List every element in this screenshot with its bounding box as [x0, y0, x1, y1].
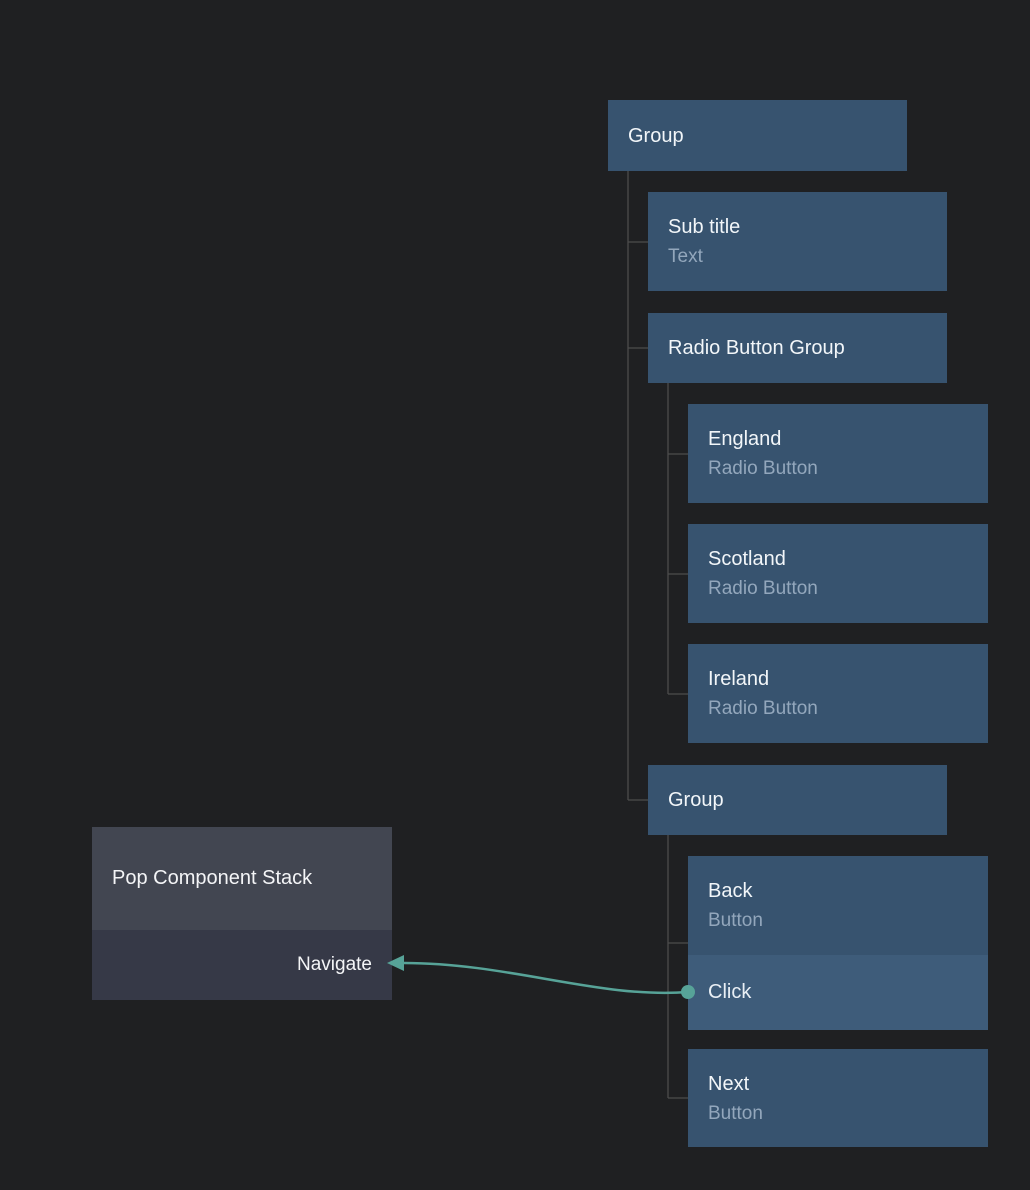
node-radio-button-group[interactable]: Radio Button Group: [648, 313, 947, 383]
node-ireland[interactable]: Ireland Radio Button: [688, 644, 988, 743]
node-england[interactable]: England Radio Button: [688, 404, 988, 503]
node-next-title: Next: [708, 1072, 750, 1095]
node-scotland-title: Scotland: [708, 548, 786, 570]
pop-component-stack-title: Pop Component Stack: [112, 867, 313, 889]
node-back: Back Button Click: [688, 856, 988, 1030]
node-radio-button-group-title: Radio Button Group: [668, 337, 845, 359]
node-england-title: England: [708, 428, 782, 450]
node-group-root[interactable]: Group: [608, 100, 907, 171]
navigate-wire[interactable]: [403, 961, 689, 995]
node-back-title: Back: [708, 880, 753, 902]
node-england-type: Radio Button: [708, 458, 818, 479]
node-group-inner[interactable]: Group: [648, 765, 947, 835]
pop-component-stack-header[interactable]: Pop Component Stack: [92, 827, 392, 930]
node-ireland-title: Ireland: [708, 668, 770, 690]
node-next[interactable]: Next Button: [688, 1049, 988, 1147]
node-next-type: Button: [708, 1102, 763, 1124]
tree-connector-root: [627, 171, 648, 801]
node-ireland-type: Radio Button: [708, 698, 818, 719]
node-back-type: Button: [708, 910, 763, 931]
node-pop-component-stack: Pop Component Stack Navigate: [92, 827, 392, 1000]
tree-connector-radio-group: [667, 383, 688, 695]
node-sub-title-title: Sub title: [668, 216, 741, 238]
node-back-body[interactable]: Back Button: [688, 856, 988, 955]
navigate-action-row[interactable]: Navigate: [92, 930, 392, 1000]
back-click-event[interactable]: Click: [688, 955, 988, 1030]
node-scotland[interactable]: Scotland Radio Button: [688, 524, 988, 623]
tree-connector-inner-group: [667, 835, 688, 1099]
node-sub-title[interactable]: Sub title Text: [648, 192, 947, 291]
node-scotland-type: Radio Button: [708, 578, 818, 599]
node-group-inner-title: Group: [668, 789, 724, 811]
node-sub-title-type: Text: [668, 246, 703, 267]
node-group-root-title: Group: [628, 124, 684, 147]
